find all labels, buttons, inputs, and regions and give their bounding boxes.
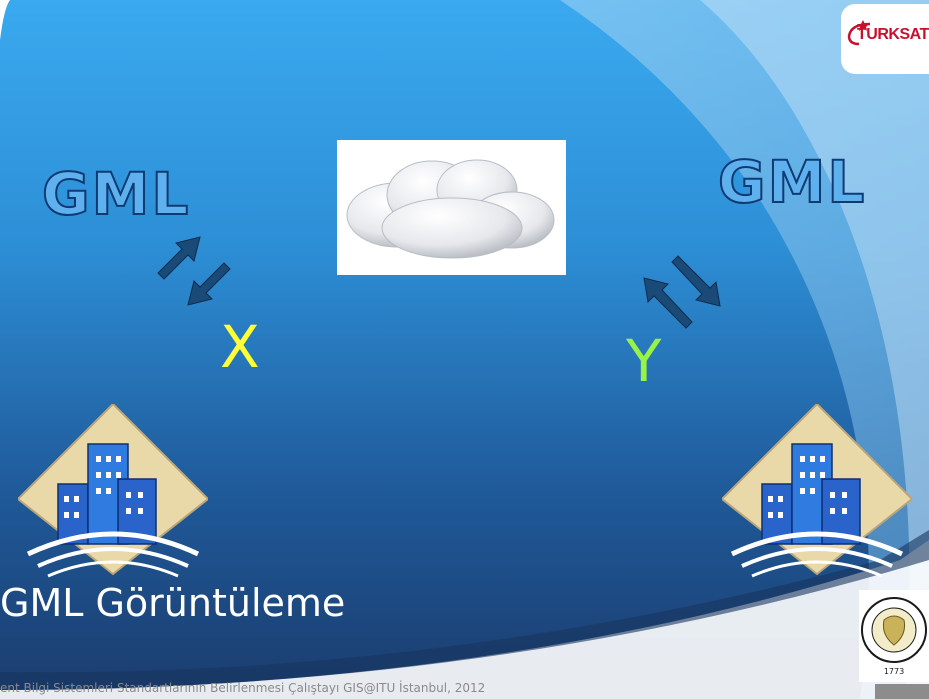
building-icon-left [18, 404, 208, 578]
turksat-logo-text: TURKSAT [857, 26, 929, 43]
footer-text: ent Bilgi Sistemleri Standartlarının Bel… [0, 681, 486, 695]
cloud-image [337, 140, 566, 275]
itu-seal-logo: 1773 [859, 590, 929, 682]
sync-arrows-icon-right [643, 255, 721, 329]
turksat-swoosh-icon [847, 20, 871, 46]
variable-x: X [220, 313, 260, 381]
variable-y: Y [626, 327, 662, 395]
page-number-box [875, 684, 929, 699]
building-icon-right [722, 404, 912, 578]
turksat-logo: TURKSAT [841, 4, 929, 74]
cloud-icon [346, 159, 555, 259]
gml-label-left: GML [41, 159, 191, 229]
gml-label-right: GML [717, 147, 867, 217]
itu-seal-icon: 1773 [861, 597, 927, 676]
itu-seal-year: 1773 [884, 667, 904, 676]
slide-title: GML Görüntüleme [0, 581, 346, 625]
sync-arrows-icon-left [157, 236, 231, 306]
